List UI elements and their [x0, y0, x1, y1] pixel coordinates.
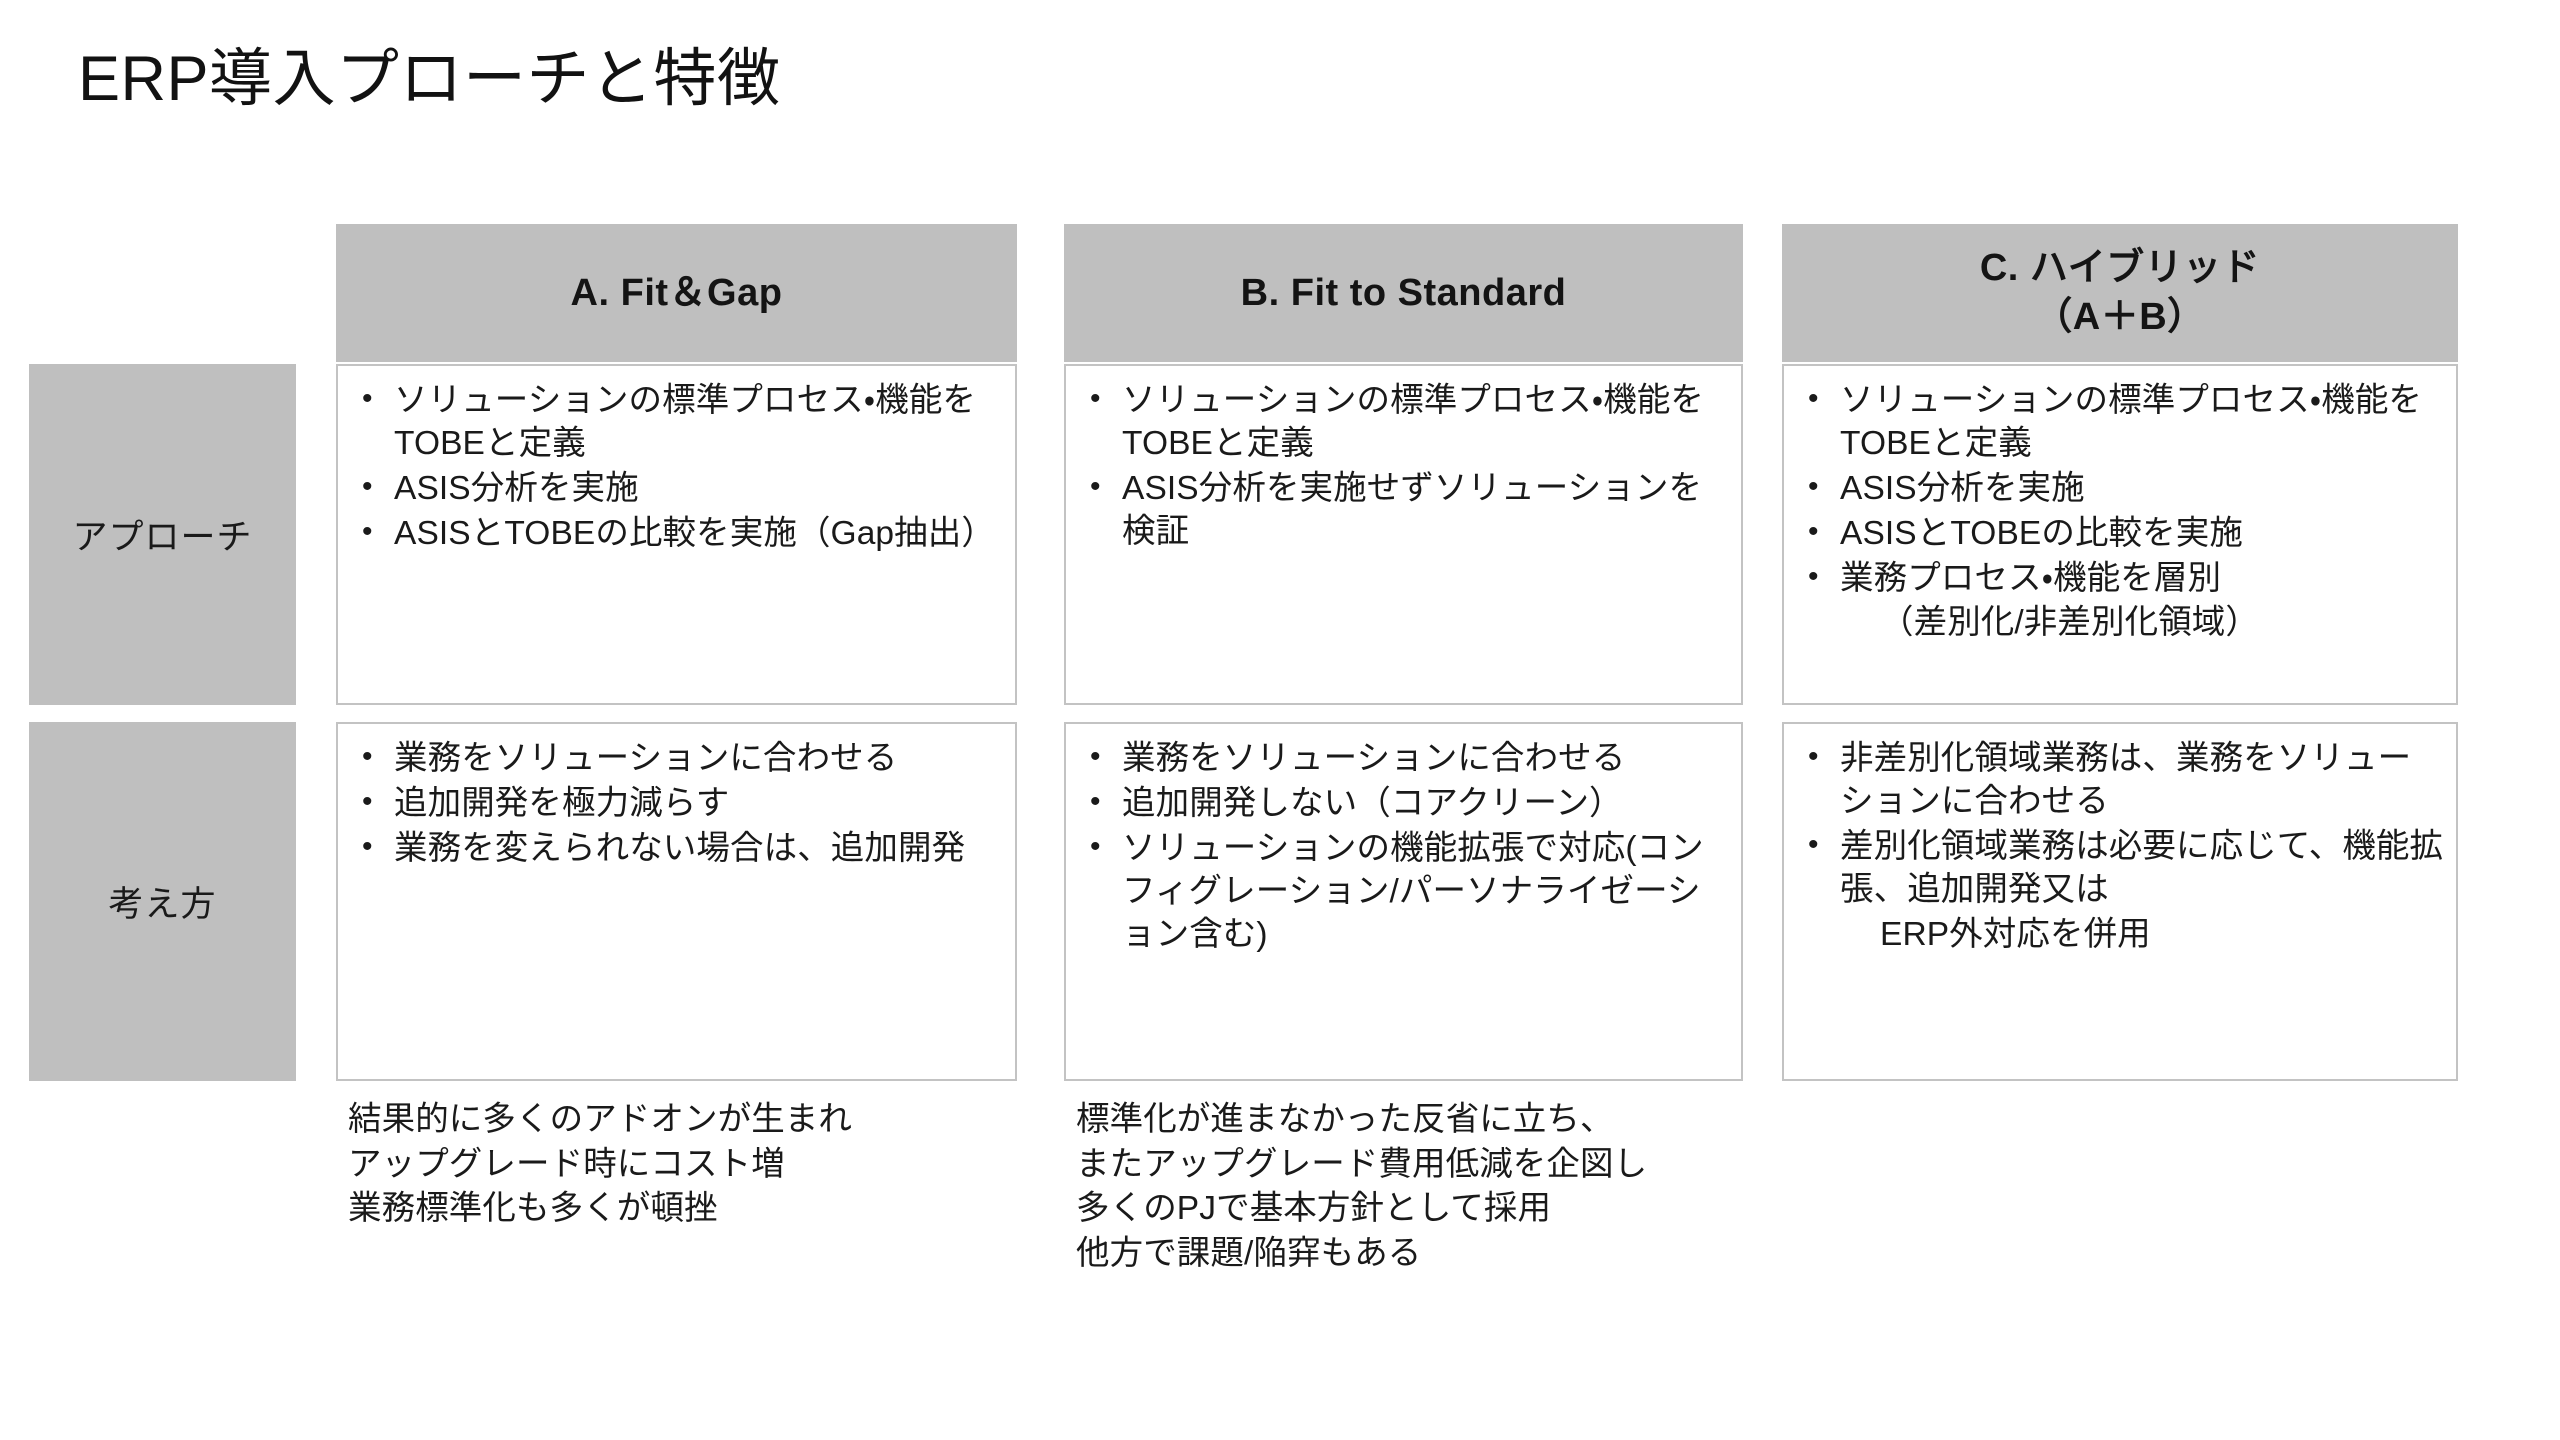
bullet-item: ソリューションの標準プロセス・機能をTOBEと定義 — [350, 379, 1003, 466]
footnote-a: 結果的に多くのアドオンが生まれ アップグレード時にコスト増 業務標準化も多くが頓… — [348, 1101, 852, 1228]
bullet-item: ソリューションの標準プロセス・機能をTOBEと定義 — [1796, 379, 2444, 466]
bullet-list: ソリューションの標準プロセス・機能をTOBEと定義ASIS分析を実施ASISとT… — [1796, 379, 2444, 645]
bullet-item: 業務をソリューションに合わせる — [1078, 737, 1729, 781]
column-header-a-text: A. Fit＆Gap — [571, 269, 783, 318]
column-header-c: C. ハイブリッド （A＋B） — [1782, 224, 2458, 362]
cell-b-approach: ソリューションの標準プロセス・機能をTOBEと定義ASIS分析を実施せずソリュー… — [1064, 364, 1743, 705]
bullet-list: ソリューションの標準プロセス・機能をTOBEと定義ASIS分析を実施ASISとT… — [350, 379, 1003, 556]
bullet-item: 業務をソリューションに合わせる — [350, 737, 1003, 781]
cell-a-mindset: 業務をソリューションに合わせる追加開発を極力減らす業務を変えられない場合は、追加… — [336, 722, 1017, 1081]
bullet-list: 業務をソリューションに合わせる追加開発を極力減らす業務を変えられない場合は、追加… — [350, 737, 1003, 871]
row-label-approach: アプローチ — [29, 364, 296, 705]
bullet-list: 業務をソリューションに合わせる追加開発しない（コアクリーン）ソリューションの機能… — [1078, 737, 1729, 957]
bullet-item: ASISとTOBEの比較を実施（Gap抽出） — [350, 512, 1003, 556]
bullet-item: ERP外対応を併用 — [1880, 915, 2151, 953]
column-header-c-text: C. ハイブリッド （A＋B） — [1980, 244, 2260, 341]
column-header-b-text: B. Fit to Standard — [1241, 269, 1567, 318]
bullet-item: ソリューションの標準プロセス・機能をTOBEと定義 — [1078, 379, 1729, 466]
bullet-item: ASIS分析を実施 — [350, 467, 1003, 511]
bullet-item: 業務プロセス・機能を層別 — [1796, 557, 2444, 601]
column-header-b: B. Fit to Standard — [1064, 224, 1743, 362]
bullet-list: ソリューションの標準プロセス・機能をTOBEと定義ASIS分析を実施せずソリュー… — [1078, 379, 1729, 554]
column-header-a: A. Fit＆Gap — [336, 224, 1017, 362]
bullet-item: 業務を変えられない場合は、追加開発 — [350, 827, 1003, 871]
column-header-b-line1: B. Fit to Standard — [1240, 271, 1567, 314]
cell-b-mindset: 業務をソリューションに合わせる追加開発しない（コアクリーン）ソリューションの機能… — [1064, 722, 1743, 1081]
column-header-c-line2: （A＋B） — [2034, 296, 2206, 338]
cell-c-mindset: 非差別化領域業務は、業務をソリューションに合わせる差別化領域業務は必要に応じて、… — [1782, 722, 2458, 1081]
bullet-item: ソリューションの機能拡張で対応(コンフィグレーション/パーソナライゼーション含む… — [1078, 827, 1729, 957]
row-label-mindset: 考え方 — [29, 722, 296, 1081]
footnote-b: 標準化が進まなかった反省に立ち、 またアップグレード費用低減を企図し 多くのPJ… — [1076, 1101, 1648, 1272]
cell-c-approach: ソリューションの標準プロセス・機能をTOBEと定義ASIS分析を実施ASISとT… — [1782, 364, 2458, 705]
row-label-mindset-text: 考え方 — [108, 885, 217, 924]
bullet-item: 追加開発を極力減らす — [350, 782, 1003, 826]
bullet-item: 差別化領域業務は必要に応じて、機能拡張、追加開発又は — [1796, 825, 2444, 912]
column-header-c-line1: C. ハイブリッド — [1979, 247, 2261, 290]
row-label-approach-text: アプローチ — [72, 518, 253, 557]
bullet-item: ASIS分析を実施せずソリューションを検証 — [1078, 467, 1729, 554]
cell-a-approach: ソリューションの標準プロセス・機能をTOBEと定義ASIS分析を実施ASISとT… — [336, 364, 1017, 705]
page-title: ERP導入プローチと特徴 — [78, 44, 781, 114]
column-header-a-line1: A. Fit＆Gap — [570, 271, 783, 314]
bullet-item: （差別化/非差別化領域） — [1880, 604, 2260, 642]
bullet-list: 非差別化領域業務は、業務をソリューションに合わせる差別化領域業務は必要に応じて、… — [1796, 737, 2444, 956]
bullet-item: 非差別化領域業務は、業務をソリューションに合わせる — [1796, 737, 2444, 824]
bullet-item: ASISとTOBEの比較を実施 — [1796, 512, 2444, 556]
bullet-item: ASIS分析を実施 — [1796, 467, 2444, 511]
bullet-item: 追加開発しない（コアクリーン） — [1078, 782, 1729, 826]
